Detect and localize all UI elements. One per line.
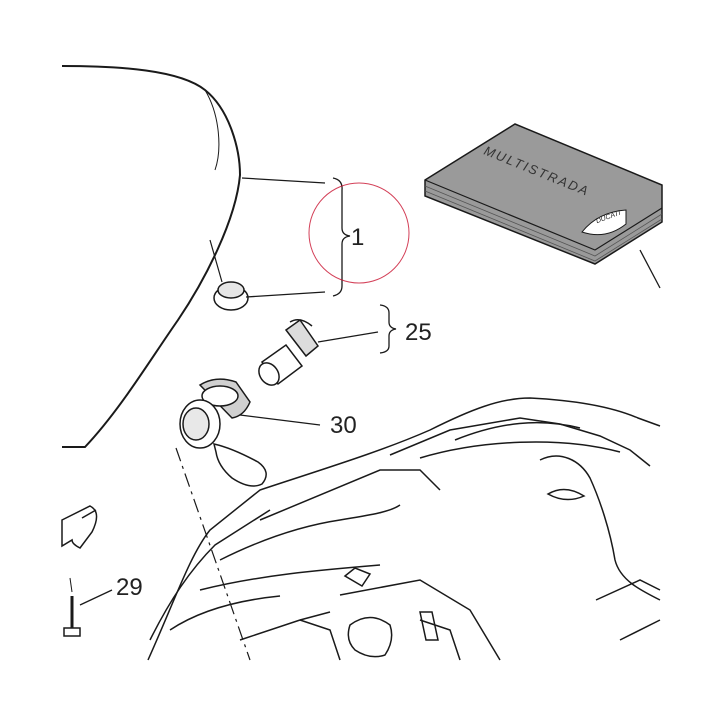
callout-25-leaders [317, 304, 397, 354]
seat-part [61, 65, 242, 448]
key-tube-part [258, 318, 320, 386]
callout-30-label: 30 [330, 412, 357, 439]
callout-29-label: 29 [116, 574, 143, 601]
seat-grommet [213, 281, 249, 311]
tail-frame-part [147, 397, 661, 661]
callout-30-leader [239, 414, 321, 426]
alignment-axis [175, 447, 251, 661]
callout-1-leaders [241, 177, 351, 298]
clip-part [61, 505, 98, 549]
brand-shield-icon [581, 209, 627, 236]
callout-1-label: 1 [351, 224, 364, 251]
callout-29-leader [79, 589, 113, 606]
highlight-circle [308, 182, 410, 284]
lock-cylinder-part [179, 378, 267, 487]
screw-part [63, 577, 81, 637]
owners-manual: MULTISTRADA DUCATI [424, 123, 663, 289]
callout-25-label: 25 [405, 319, 432, 346]
